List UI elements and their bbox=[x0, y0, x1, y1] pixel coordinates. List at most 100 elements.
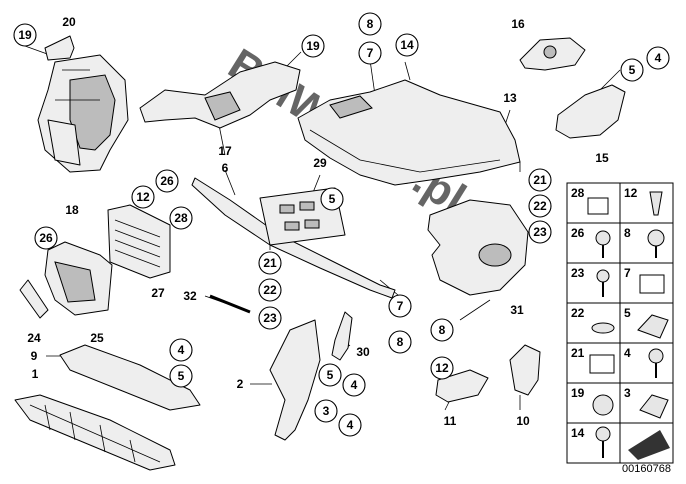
fastener-cell: 3 bbox=[619, 382, 674, 424]
part-20-clip bbox=[44, 35, 75, 61]
svg-text:14: 14 bbox=[571, 426, 585, 440]
svg-text:23: 23 bbox=[533, 225, 547, 239]
part-30-clip-bracket bbox=[331, 311, 353, 361]
label-25: 25 bbox=[90, 331, 104, 345]
part-17-air-duct bbox=[139, 61, 301, 129]
label-29: 29 bbox=[313, 156, 327, 170]
svg-text:21: 21 bbox=[263, 256, 277, 270]
part-32-rod bbox=[209, 294, 251, 314]
part-25-duct bbox=[44, 241, 113, 316]
svg-text:5: 5 bbox=[624, 306, 631, 320]
svg-text:7: 7 bbox=[397, 299, 404, 313]
label-6: 6 bbox=[222, 161, 229, 175]
callout-4-left: 4 bbox=[169, 338, 193, 362]
svg-text:22: 22 bbox=[533, 199, 547, 213]
part-2-bracket bbox=[269, 319, 321, 441]
diagram-id: 00160768 bbox=[622, 463, 671, 475]
callout-22-right: 22 bbox=[528, 194, 552, 218]
fastener-cell: 23 bbox=[566, 262, 621, 304]
part-15-shield bbox=[555, 84, 626, 139]
callout-7-middle: 7 bbox=[388, 294, 412, 318]
callout-4-bracket-a: 4 bbox=[342, 373, 366, 397]
callout-23-right: 23 bbox=[528, 220, 552, 244]
part-18-wheel-arch-duct bbox=[37, 54, 129, 173]
fastener-cell: 5 bbox=[619, 302, 674, 344]
svg-text:26: 26 bbox=[39, 231, 53, 245]
callout-8-right: 8 bbox=[430, 318, 454, 342]
label-15: 15 bbox=[595, 151, 609, 165]
svg-text:14: 14 bbox=[400, 38, 414, 52]
svg-text:28: 28 bbox=[174, 211, 188, 225]
svg-text:23: 23 bbox=[263, 311, 277, 325]
fastener-cell: 14 bbox=[566, 422, 621, 464]
svg-text:3: 3 bbox=[323, 404, 330, 418]
callout-5-center: 5 bbox=[320, 187, 344, 211]
svg-text:22: 22 bbox=[571, 306, 585, 320]
label-9: 9 bbox=[31, 349, 38, 363]
label-27: 27 bbox=[151, 286, 165, 300]
svg-text:19: 19 bbox=[571, 386, 585, 400]
label-11: 11 bbox=[444, 414, 457, 428]
callout-5-bracket: 5 bbox=[318, 363, 342, 387]
part-13-underbody-panel bbox=[297, 79, 521, 186]
label-30: 30 bbox=[356, 345, 370, 359]
svg-text:16: 16 bbox=[511, 17, 525, 31]
label-31: 31 bbox=[510, 303, 524, 317]
callout-12-right: 12 bbox=[430, 356, 454, 380]
callout-19-b: 19 bbox=[301, 34, 325, 58]
svg-text:4: 4 bbox=[624, 346, 631, 360]
label-20: 20 bbox=[62, 15, 76, 29]
svg-text:19: 19 bbox=[18, 28, 32, 42]
fastener-cell: 12 bbox=[619, 182, 674, 224]
svg-text:8: 8 bbox=[624, 226, 631, 240]
callout-12-left: 12 bbox=[131, 185, 155, 209]
svg-text:5: 5 bbox=[329, 192, 336, 206]
callout-4-right: 4 bbox=[646, 46, 670, 70]
callout-22-center: 22 bbox=[258, 278, 282, 302]
callout-16: 16 bbox=[511, 17, 525, 31]
svg-text:5: 5 bbox=[327, 368, 334, 382]
fastener-cell: 28 bbox=[566, 182, 621, 224]
svg-text:4: 4 bbox=[347, 418, 354, 432]
callout-8-top: 8 bbox=[358, 12, 382, 36]
svg-text:26: 26 bbox=[571, 226, 585, 240]
svg-text:4: 4 bbox=[178, 343, 185, 357]
label-32: 32 bbox=[183, 289, 197, 303]
part-24-strip bbox=[19, 279, 49, 319]
svg-text:8: 8 bbox=[439, 323, 446, 337]
svg-text:4: 4 bbox=[351, 378, 358, 392]
svg-text:22: 22 bbox=[263, 283, 277, 297]
label-13: 13 bbox=[503, 91, 517, 105]
part-1-grille bbox=[14, 394, 176, 471]
svg-text:8: 8 bbox=[397, 335, 404, 349]
callout-23-center: 23 bbox=[258, 306, 282, 330]
svg-text:7: 7 bbox=[624, 266, 631, 280]
fastener-cell: 8 bbox=[619, 222, 674, 264]
callout-28: 28 bbox=[169, 206, 193, 230]
svg-text:3: 3 bbox=[624, 386, 631, 400]
part-9-frame bbox=[59, 344, 201, 411]
callout-3-bracket: 3 bbox=[314, 399, 338, 423]
callout-26-lower: 26 bbox=[34, 226, 58, 250]
svg-text:28: 28 bbox=[571, 186, 585, 200]
callout-5-right: 5 bbox=[620, 58, 644, 82]
callout-7-top: 7 bbox=[358, 41, 382, 65]
label-18: 18 bbox=[65, 203, 79, 217]
part-31-underbody-cover bbox=[427, 199, 529, 296]
fastener-cell bbox=[619, 422, 674, 464]
callout-21-center: 21 bbox=[258, 251, 282, 275]
svg-text:12: 12 bbox=[136, 190, 150, 204]
callout-5-left: 5 bbox=[169, 364, 193, 388]
fastener-cell: 19 bbox=[566, 382, 621, 424]
label-2: 2 bbox=[237, 377, 244, 391]
svg-text:5: 5 bbox=[178, 369, 185, 383]
label-10: 10 bbox=[516, 414, 530, 428]
svg-text:5: 5 bbox=[629, 63, 636, 77]
fastener-cell: 4 bbox=[619, 342, 674, 384]
fastener-cell: 7 bbox=[619, 262, 674, 304]
part-16-bracket bbox=[519, 37, 586, 71]
label-1: 1 bbox=[32, 367, 39, 381]
svg-text:26: 26 bbox=[160, 174, 174, 188]
part-27-grille-insert bbox=[107, 204, 171, 279]
